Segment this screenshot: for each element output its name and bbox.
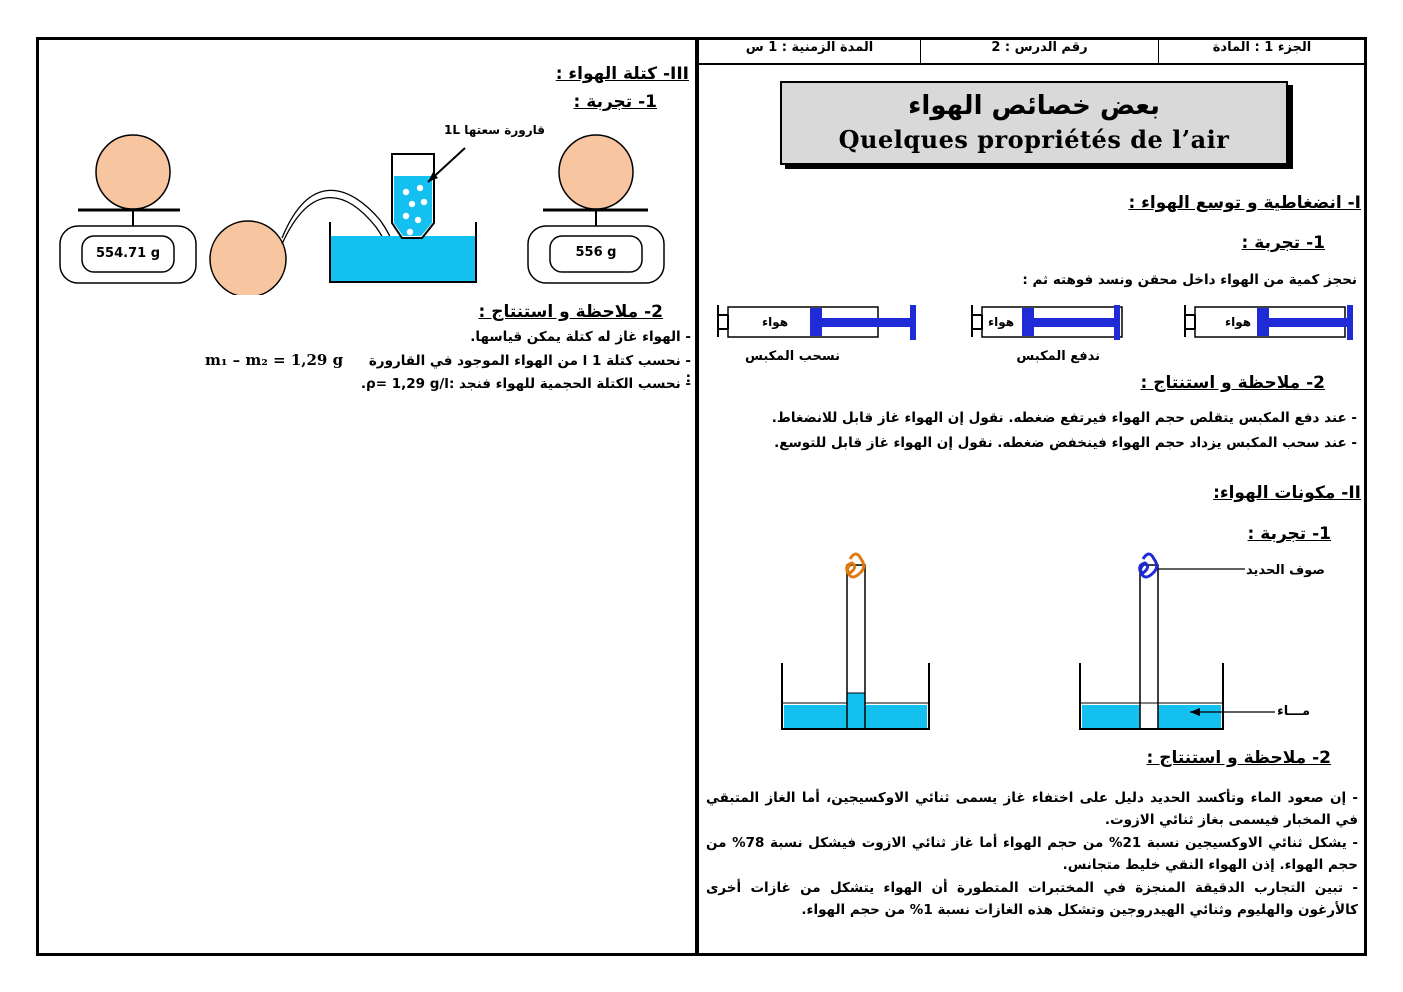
air-mass-diagram <box>59 134 665 295</box>
balance-right <box>527 134 665 284</box>
beaker-initial <box>1079 552 1275 730</box>
header-cell-lesson: رقم الدرس : 2 <box>920 38 1158 65</box>
section1-obs-line2: - عند سحب المكبس يزداد حجم الهواء فينخفض… <box>774 435 1357 451</box>
section3-obs-formula: m₁ – m₂ = 1,29 g <box>205 351 344 369</box>
syringe-pushed: هواء <box>971 305 1123 340</box>
pull-piston-label: نسحب المكبس <box>744 349 840 364</box>
section2-obs-heading: 2- ملاحظة و استنتاج : <box>1146 748 1332 768</box>
section3-exp-heading: 1- تجربة : <box>573 92 657 112</box>
syringe-initial-label: هواء <box>1225 315 1251 330</box>
balance-right-reading: 556 g <box>575 245 617 260</box>
syringes-diagram: هواء هواء هواء <box>717 305 1353 340</box>
page-frame <box>36 37 1367 956</box>
title-arabic: بعض خصائص الهواء <box>908 91 1160 121</box>
push-piston-label: ندفع المكبس <box>1016 349 1100 364</box>
section3-obs-line2: - نحسب كتلة 1 l من الهواء الموجود في الق… <box>368 353 691 386</box>
iron-wool-rusted-icon <box>845 552 866 579</box>
section2-heading: II- مكونات الهواء: <box>1213 483 1361 503</box>
section2-obs-p3: - تبين التجارب الدقيقة المنجزة في المختب… <box>706 880 1358 918</box>
balance-left <box>59 134 197 284</box>
syringe-pulled: هواء <box>717 305 916 340</box>
section3-obs-line3: - نحسب الكتلة الحجمية للهواء فنجد :ρ= 1,… <box>360 376 691 392</box>
syringe-initial: هواء <box>1184 305 1353 340</box>
section2-obs-p2: - يشكل ثنائي الاوكسيجين نسبة 21% من حجم … <box>706 835 1359 873</box>
water-tank <box>329 147 477 283</box>
section3-obs-heading: 2- ملاحظة و استنتاج : <box>478 302 664 322</box>
section1-exp-heading: 1- تجربة : <box>1241 233 1325 253</box>
bottle-label: قارورة سعتها 1L <box>444 123 545 137</box>
column-divider <box>695 37 699 956</box>
test-tubes-diagram <box>781 552 1275 730</box>
header-cell-subject: الجزء 1 : المادة <box>1158 38 1365 65</box>
section1-obs-heading: 2- ملاحظة و استنتاج : <box>1140 373 1326 393</box>
syringe-pulled-label: هواء <box>762 315 788 330</box>
header-cell-duration: المدة الزمنية : 1 س <box>699 38 920 65</box>
beaker-final <box>781 552 930 730</box>
water-label: مـــاء <box>1277 704 1310 719</box>
section3-heading: III- كتلة الهواء : <box>555 64 689 84</box>
syringe-pushed-label: هواء <box>988 315 1014 330</box>
section2-obs-p1: - إن صعود الماء وتأكسد الحديد دليل على ا… <box>706 790 1358 828</box>
section1-obs-line1: - عند دفع المكبس يتقلص حجم الهواء فيرتفع… <box>771 410 1357 426</box>
section1-heading: I- انضغاطية و توسع الهواء : <box>1128 193 1361 213</box>
title-french: Quelques propriétés de l’air <box>838 125 1230 154</box>
section2-exp-heading: 1- تجربة : <box>1247 524 1331 544</box>
title-box: بعض خصائص الهواء Quelques propriétés de … <box>780 81 1288 165</box>
iron-wool-label: صوف الحديد <box>1246 563 1325 578</box>
section3-obs-line1: - الهواء غاز له كتلة يمكن قياسها. <box>470 329 691 345</box>
section1-exp-text: نحجز كمية من الهواء داخل محقن ونسد فوهته… <box>1022 272 1357 288</box>
balance-left-reading: 554.71 g <box>96 246 160 261</box>
iron-wool-icon <box>1138 552 1159 579</box>
